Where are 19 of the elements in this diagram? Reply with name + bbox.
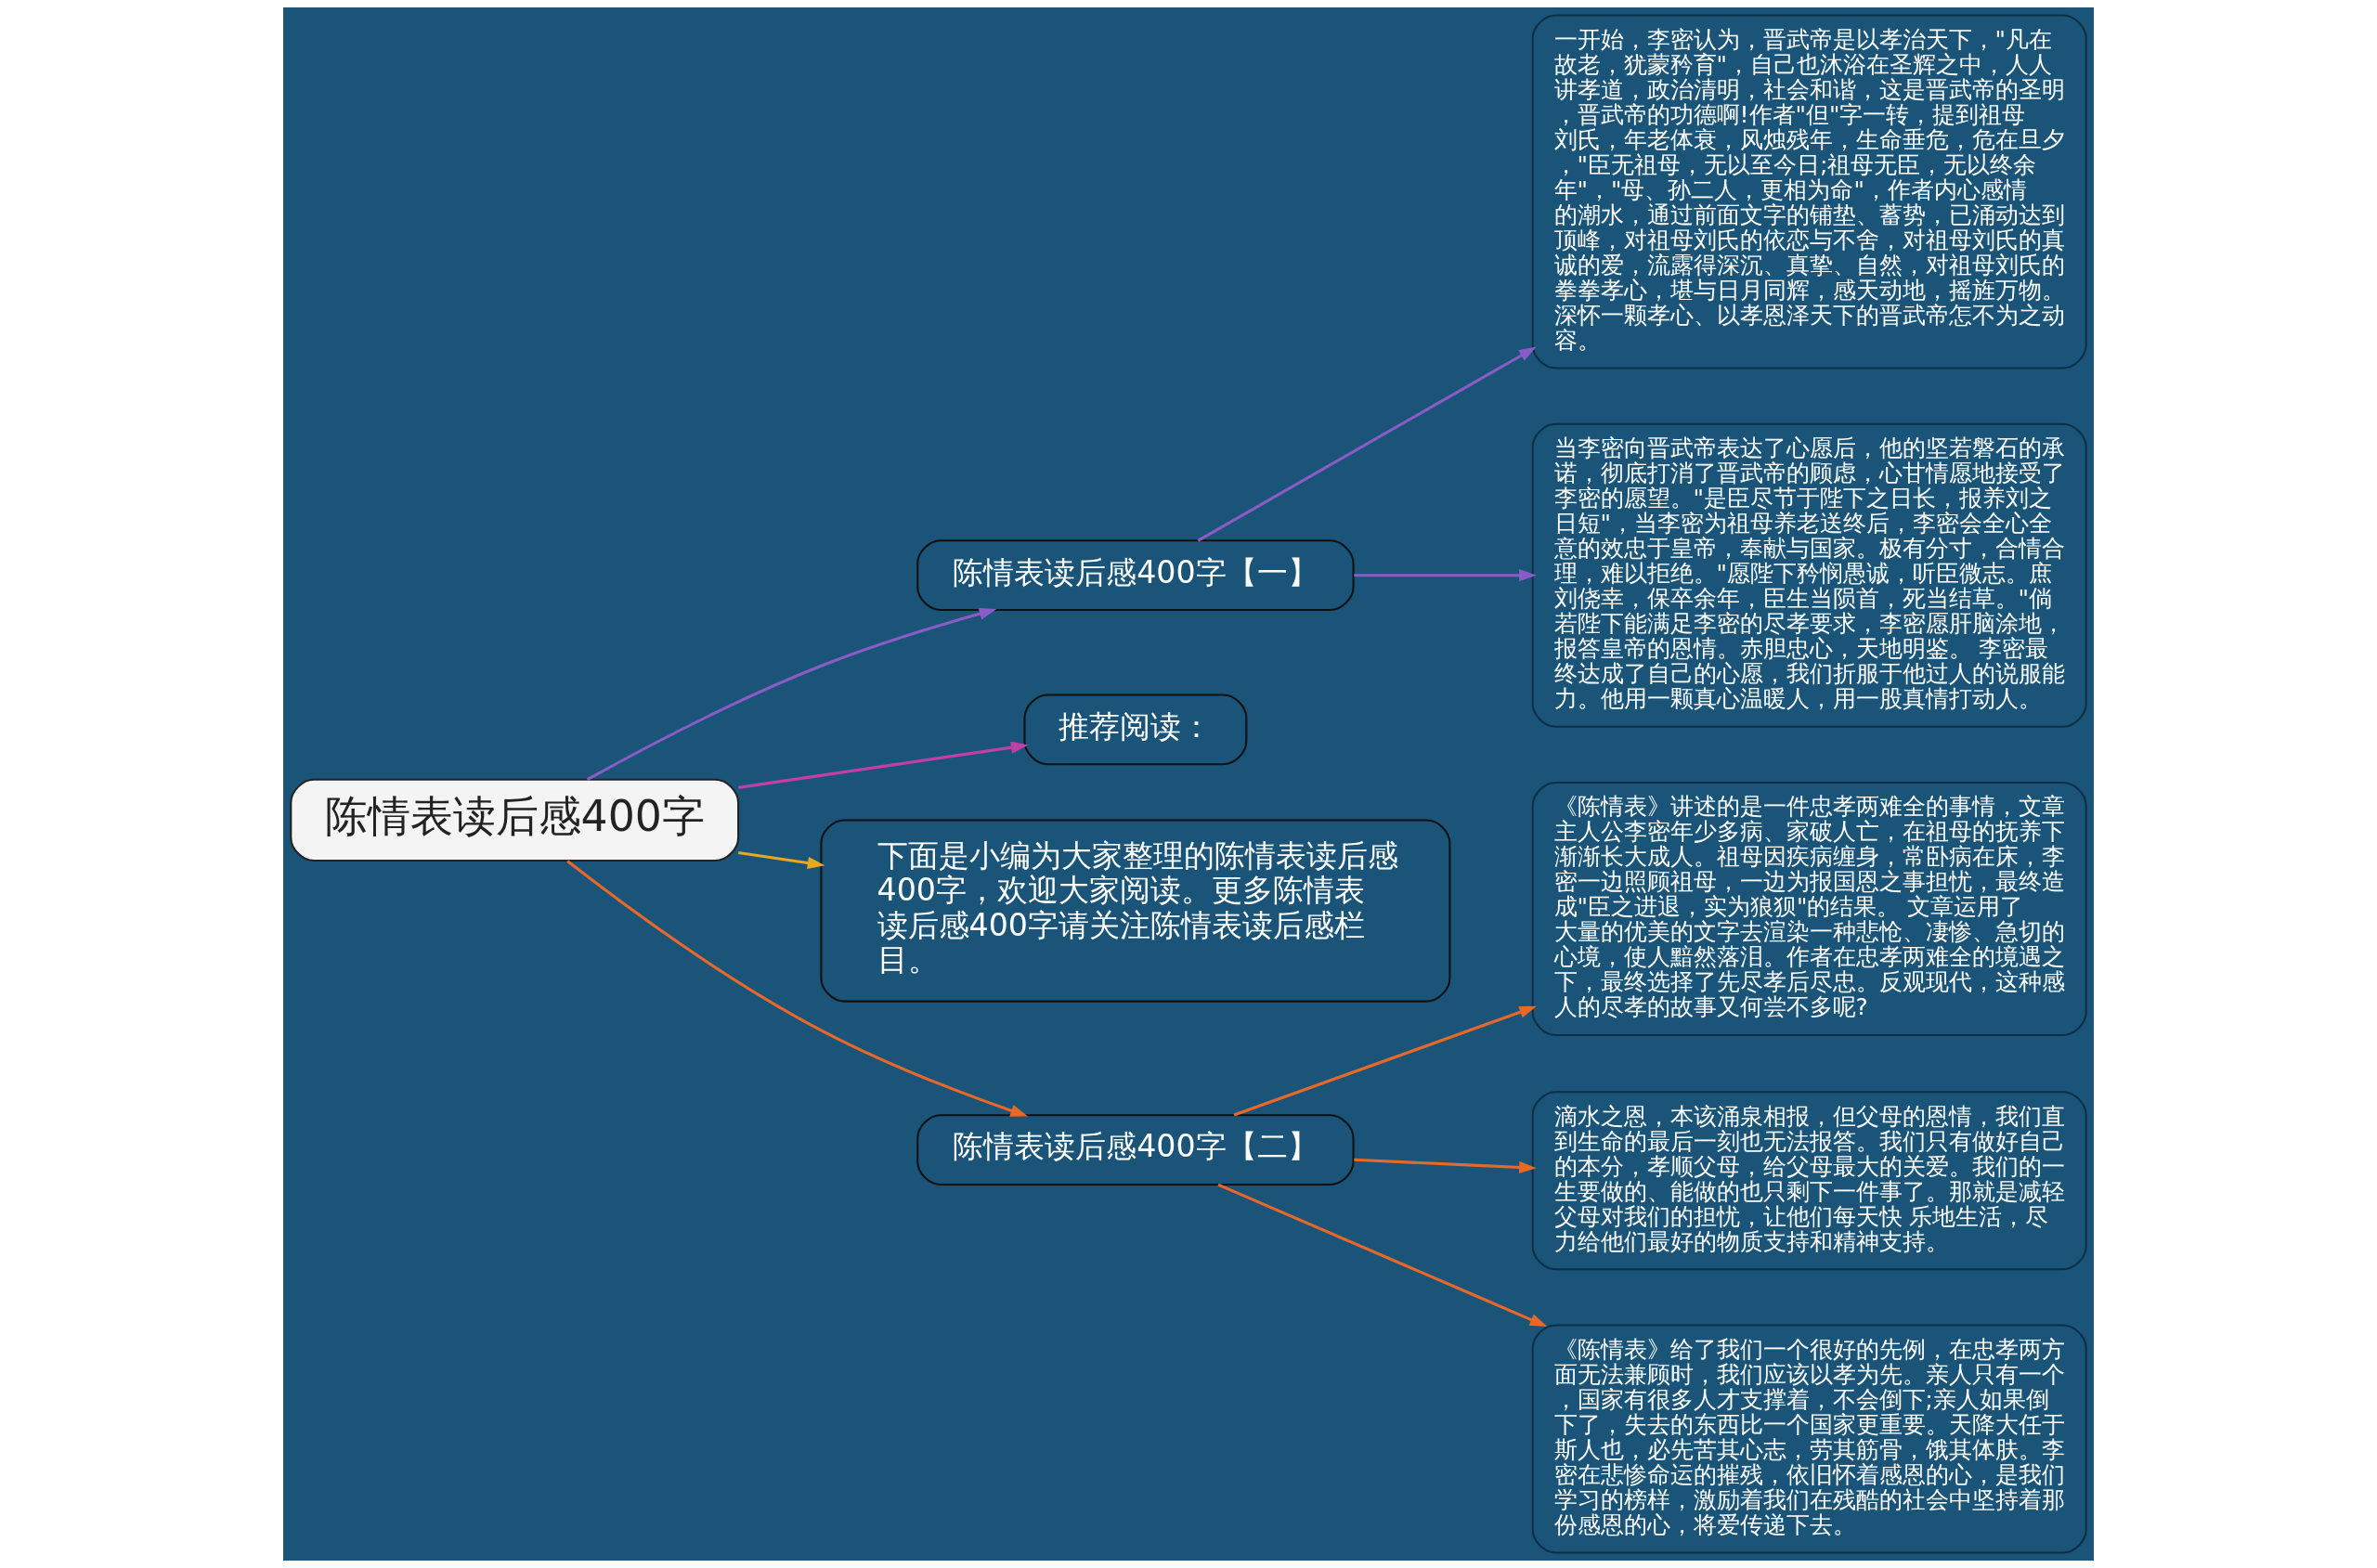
arrow	[1217, 1183, 1548, 1328]
arrow	[586, 607, 997, 781]
arrow	[1197, 346, 1537, 542]
arrow	[738, 741, 1029, 789]
arrow	[738, 851, 825, 869]
arrow	[1354, 1158, 1537, 1174]
node-box: 陈情表读后感400字【一】	[916, 539, 1355, 612]
arrow	[566, 860, 1029, 1117]
node-box: 当李密向晋武帝表达了心愿后，他的坚若磐石的承诺，彻底打消了晋武帝的顾虑，心甘情愿地接受了李密的愿望。"是臣尽节于陛下之日长，报养刘之日短"，当李密为祖母养老送终后，李密会全心全意的效忠于皇帝，奉献与国家。极有分寸，合情合理，难以拒绝。"愿陛下矜悯愚诚，听臣微志。庶刘侥幸，保卒余年，臣生当陨首，死当结草。"倘若陛下能满足李密的尽孝要求，李密愿肝脑涂地，报答皇帝的恩情。赤胆忠心，天地明鉴。 李密最终达成了自己的心愿，我们折服于他过人的说服能力。他用一颗真心温暖人，用一股真情打动人。	[1531, 422, 2087, 728]
node-box: 一开始，李密认为，晋武帝是以孝治天下，"凡在故老，犹蒙矜育"，自己也沐浴在圣辉之中，人人讲孝道，政治清明，社会和谐，这是晋武帝的圣明，晋武帝的功德啊!作者"但"字一转，提到祖母刘氏，年老体衰，风烛残年，生命垂危，危在旦夕，"臣无祖母，无以至今日;祖母无臣，无以终余年"，"母、孙二人，更相为命"，作者内心感情的潮水，通过前面文字的铺垫、蓄势，已涌动达到顶峰，对祖母刘氏的依恋与不舍，对祖母刘氏的真诚的爱，流露得深沉、真挚、自然，对祖母刘氏的拳拳孝心，堪与日月同辉，感天动地，摇旌万物。深怀一颗孝心、以孝恩泽天下的晋武帝怎不为之动容。	[1531, 14, 2087, 369]
node-box: 下面是小编为大家整理的陈情表读后感400字，欢迎大家阅读。更多陈情表读后感400字请关注陈情表读后感栏目。	[820, 819, 1451, 1003]
node-box: 滴水之恩，本该涌泉相报，但父母的恩情，我们直到生命的最后一刻也无法报答。我们只有做好自己的本分，孝顺父母，给父母最大的关爱。我们的一生要做的、能做的也只剩下一件事了。那就是减轻父母对我们的担忧，让他们每天快 乐地生活，尽力给他们最好的物质支持和精神支持。	[1531, 1091, 2087, 1271]
arrow	[1233, 1005, 1538, 1117]
node-box: 《陈情表》讲述的是一件忠孝两难全的事情，文章主人公李密年少多病、家破人亡，在祖母的抚养下渐渐长大成人。祖母因疾病缠身，常卧病在床，李密一边照顾祖母，一边为报国恩之事担忧，最终造成"臣之进退，实为狼狈"的结果。 文章运用了大量的优美的文字去渲染一种悲怆、凄惨、急切的心境，使人黯然落泪。作者在忠孝两难全的境遇之下，最终选择了先尽孝后尽忠。反观现代，这种感人的尽孝的故事又何尝不多呢?	[1531, 781, 2087, 1037]
node-box: 陈情表读后感400字【二】	[916, 1114, 1355, 1186]
node-box: 推荐阅读：	[1023, 693, 1248, 766]
arrow	[1354, 569, 1537, 582]
node-box: 《陈情表》给了我们一个很好的先例，在忠孝两方面无法兼顾时，我们应该以孝为先。亲人只有一个，国家有很多人才支撑着，不会倒下;亲人如果倒下了，失去的东西比一个国家更重要。天降大任于斯人也，必先苦其心志，劳其筋骨，饿其体肤。李密在悲惨命运的摧残，依旧怀着感恩的心，是我们学习的榜样，激励着我们在残酷的社会中坚持着那份感恩的心，将爱传递下去。	[1531, 1324, 2087, 1554]
node-box: 陈情表读后感400字	[290, 778, 740, 862]
